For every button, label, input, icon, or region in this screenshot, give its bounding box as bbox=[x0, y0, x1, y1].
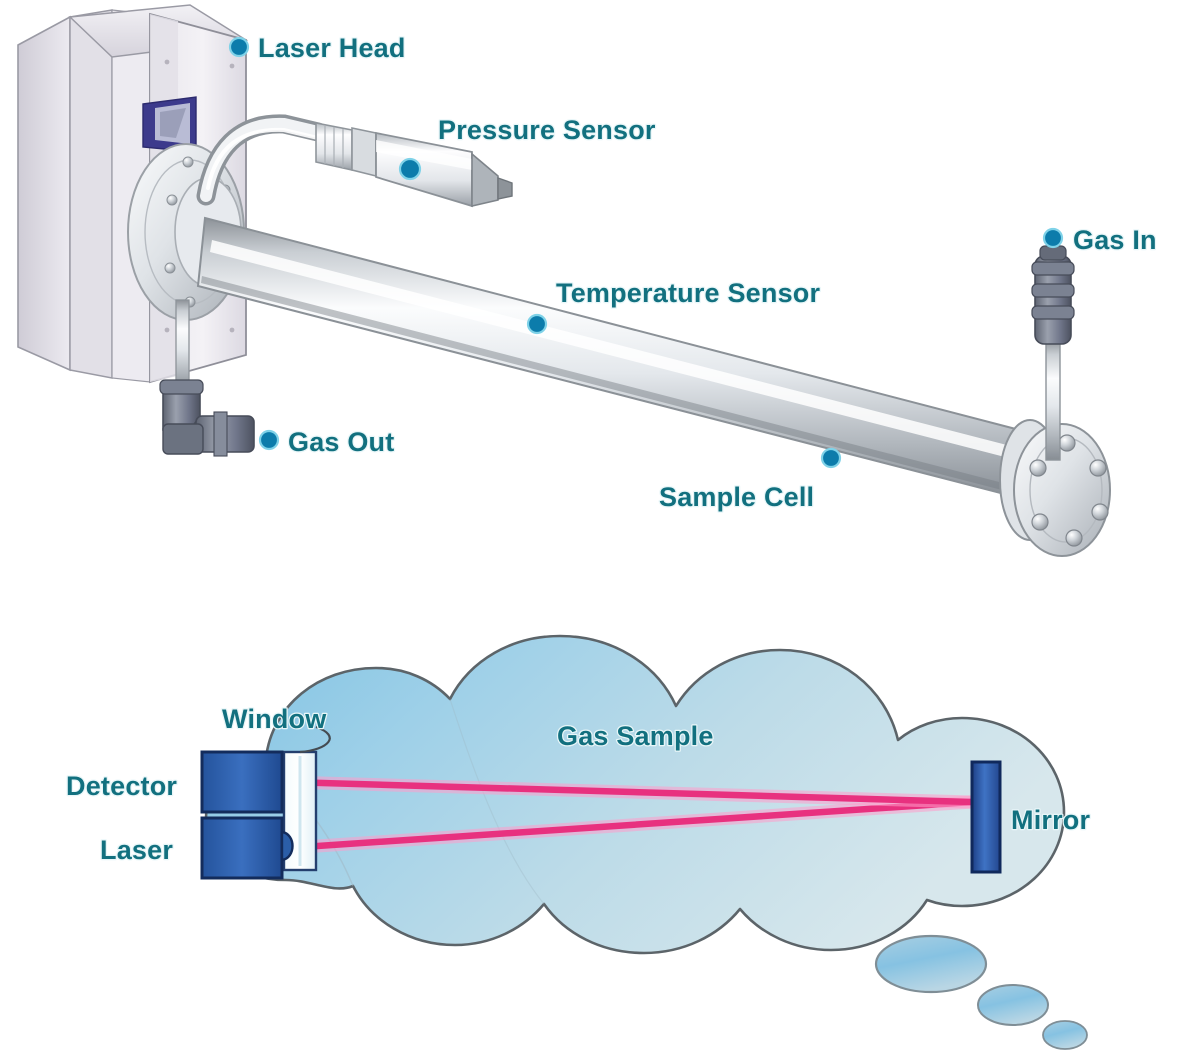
callout-label-pressure-sensor: Pressure Sensor bbox=[438, 115, 656, 145]
callout-dot-pressure-sensor bbox=[398, 157, 422, 181]
cell-end-flange bbox=[999, 419, 1111, 557]
callout-label-temperature-sensor: Temperature Sensor bbox=[556, 278, 820, 308]
callout-dot-sample-cell bbox=[820, 447, 842, 469]
laser-box bbox=[200, 816, 294, 880]
hardware-photo-panel: Laser Head Pressure Sensor Temperature S… bbox=[17, 4, 1158, 557]
schematic-labels: Window Gas Sample Detector Laser Mirror bbox=[65, 703, 1092, 867]
callout-dot-temperature-sensor bbox=[526, 313, 548, 335]
callout-dot-gas-in bbox=[1042, 227, 1064, 249]
pressure-line-tubing bbox=[196, 114, 328, 206]
droplet-small bbox=[1042, 1020, 1088, 1050]
laser-beams bbox=[281, 775, 979, 855]
label-window: Window bbox=[222, 704, 327, 734]
callout-label-gas-out: Gas Out bbox=[288, 427, 394, 457]
laser-head-connector-port bbox=[142, 96, 197, 153]
callout-label-gas-in: Gas In bbox=[1073, 225, 1157, 255]
callout-dot-gas-out bbox=[258, 429, 280, 451]
label-laser: Laser bbox=[100, 835, 173, 865]
callout-dot-laser-head bbox=[228, 36, 250, 58]
label-detector: Detector bbox=[66, 771, 177, 801]
gas-in-fitting bbox=[1031, 245, 1075, 461]
gas-out-fitting bbox=[159, 299, 255, 457]
label-mirror: Mirror bbox=[1011, 805, 1091, 835]
pressure-sensor-body bbox=[315, 122, 513, 208]
droplet-large bbox=[874, 934, 988, 994]
hardware-callouts: Laser Head Pressure Sensor Temperature S… bbox=[228, 32, 1158, 513]
callout-label-laser-head: Laser Head bbox=[258, 33, 406, 63]
vapor-droplets bbox=[874, 934, 1088, 1050]
label-gas-sample: Gas Sample bbox=[557, 721, 714, 751]
sample-cell-tube bbox=[196, 216, 1037, 502]
optical-schematic-panel: Window Gas Sample Detector Laser Mirror bbox=[65, 634, 1092, 1050]
droplet-medium bbox=[977, 984, 1049, 1026]
callout-label-sample-cell: Sample Cell bbox=[659, 482, 814, 512]
detector-box bbox=[200, 750, 284, 814]
mirror-bar bbox=[970, 760, 1002, 874]
